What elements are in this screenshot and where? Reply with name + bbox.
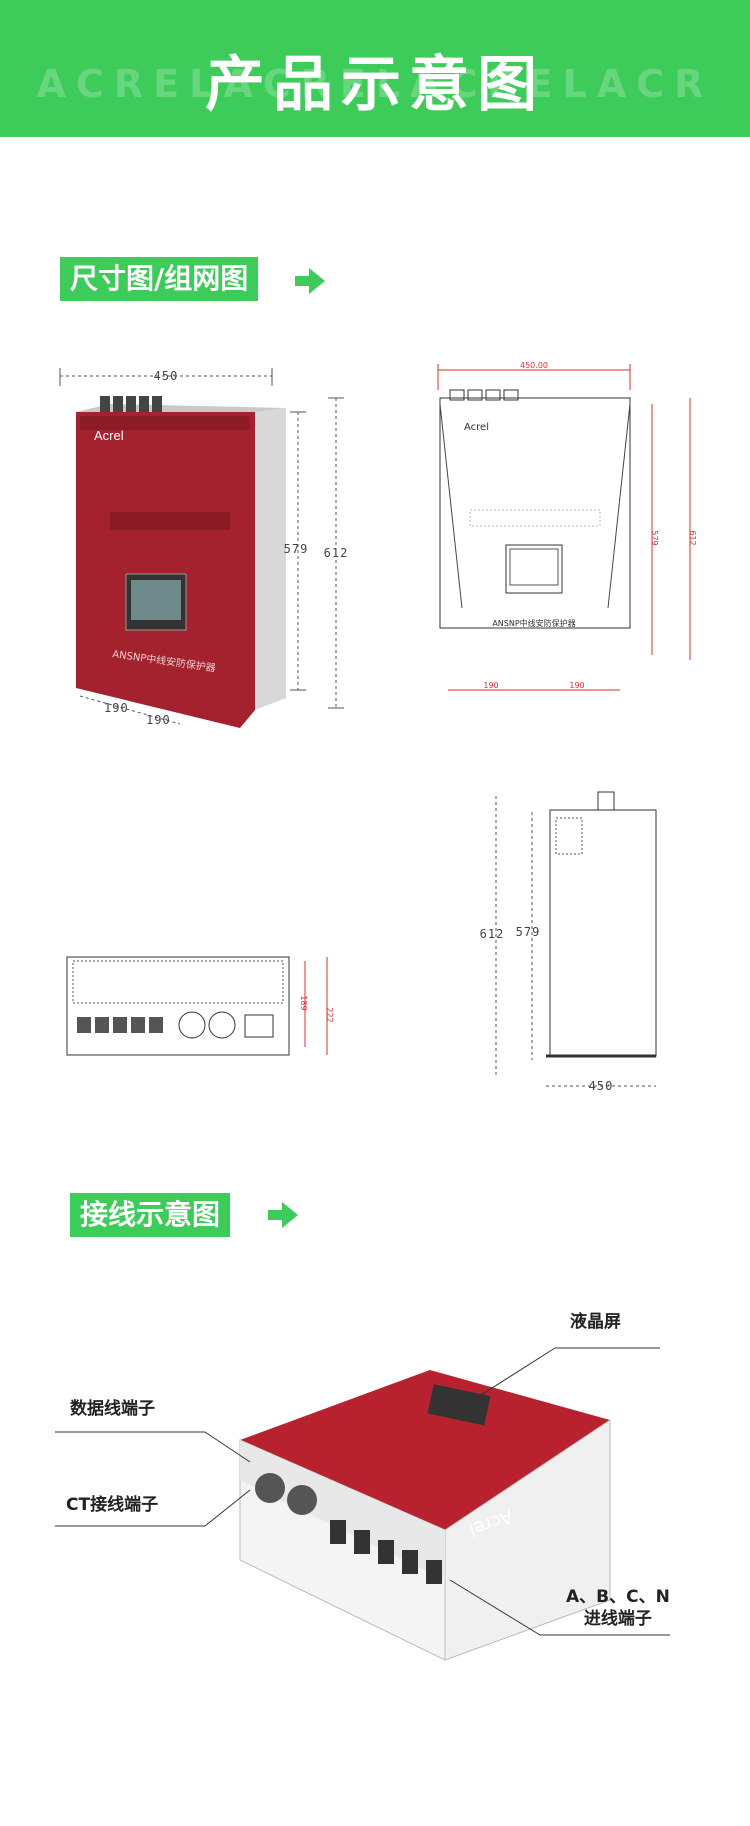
dim-side-w: 450	[589, 1079, 614, 1093]
dim-front-width: 450.00	[520, 361, 548, 370]
dim-front-h2: 612	[688, 530, 697, 545]
bottom-view-drawing: 189 222	[66, 956, 334, 1056]
dim-photo-width: 450	[154, 369, 179, 383]
dim-side-h1: 579	[516, 925, 541, 939]
dim-bottom-h2: 222	[325, 1007, 334, 1022]
dim-photo-b2: 190	[146, 713, 171, 727]
dim-photo-h2: 612	[324, 546, 349, 560]
page-title: 产品示意图	[205, 50, 545, 120]
wiring-device-illustration: Acrel	[239, 1370, 611, 1661]
arrow-right-icon	[268, 1202, 298, 1228]
front-view-drawing: 450.00 Acrel ANSNP中线安防保护器 579 612 190 19…	[437, 361, 697, 691]
callout-lines	[55, 1347, 670, 1636]
dim-front-h1: 579	[650, 530, 659, 545]
label-abcn-line1: A、B、C、N	[566, 1587, 670, 1607]
section-title-wiring: 接线示意图	[70, 1193, 231, 1237]
label-abcn-line2: 进线端子	[583, 1609, 652, 1629]
front-brand-logo: Acrel	[464, 422, 489, 433]
dim-photo-b1: 190	[104, 701, 129, 715]
dim-photo-h1: 579	[284, 542, 309, 556]
arrow-right-icon	[295, 268, 325, 294]
label-ct-terminal: CT接线端子	[66, 1495, 159, 1515]
dim-bottom-h1: 189	[299, 995, 308, 1010]
label-data-terminal: 数据线端子	[70, 1399, 155, 1419]
section-title-dimensions: 尺寸图/组网图	[60, 257, 259, 301]
device-photo-drawing: 450 Acrel ANSNP中线安防保护器 579 612 190 190	[59, 368, 349, 728]
header-banner: ACRELACRELACRELACR 产品示意图	[0, 0, 750, 137]
label-abcn-terminal: A、B、C、N 进线端子	[566, 1586, 670, 1630]
dim-side-h2: 612	[480, 927, 505, 941]
dim-front-b2: 190	[569, 681, 584, 690]
front-model-label: ANSNP中线安防保护器	[492, 618, 575, 628]
label-lcd: 液晶屏	[570, 1312, 621, 1332]
dim-front-b1: 190	[483, 681, 498, 690]
side-view-drawing: 612 579 450	[480, 791, 657, 1093]
brand-logo: Acrel	[94, 428, 124, 443]
banner-watermark: ACRELACRELACRELACR	[36, 62, 714, 106]
